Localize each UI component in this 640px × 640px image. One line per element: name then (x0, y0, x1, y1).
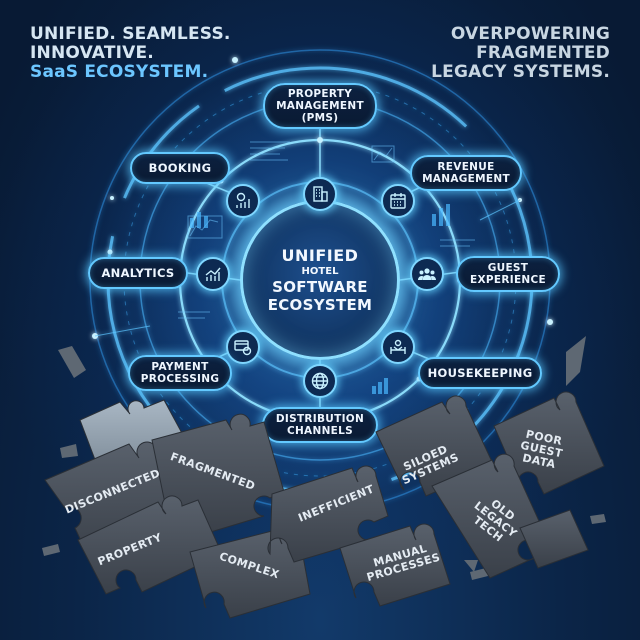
headline-right: OVERPOWERING FRAGMENTED LEGACY SYSTEMS. (431, 25, 610, 82)
analytics-label: ANALYTICS (101, 265, 175, 280)
module-guest-experience[interactable]: GUEST EXPERIENCE (456, 256, 560, 292)
headline-left-line-1: UNIFIED. SEAMLESS. (30, 24, 231, 44)
hub-line-3: SOFTWARE (272, 278, 368, 296)
building-icon (303, 177, 337, 211)
guest-line-2: EXPERIENCE (470, 274, 546, 286)
hub-line-2: HOTEL (301, 266, 339, 277)
headline-right-line-1: OVERPOWERING (450, 24, 610, 44)
hub-line-4: ECOSYSTEM (267, 296, 373, 314)
module-booking[interactable]: BOOKING (130, 152, 230, 184)
module-distribution-channels[interactable]: DISTRIBUTION CHANNELS (262, 407, 378, 443)
headline-right-line-3: LEGACY SYSTEMS. (431, 62, 610, 82)
module-analytics[interactable]: ANALYTICS (88, 257, 188, 289)
revenue-line-2: MANAGEMENT (422, 173, 510, 185)
headline-left-line-3: SaaS ECOSYSTEM. (30, 62, 209, 82)
booking-label: BOOKING (148, 160, 212, 175)
headline-right-line-2: FRAGMENTED (476, 43, 610, 63)
revenue-line-1: REVENUE (437, 161, 495, 173)
distribution-line-2: CHANNELS (286, 425, 353, 437)
people-icon (410, 257, 444, 291)
module-housekeeping[interactable]: HOUSEKEEPING (418, 357, 542, 389)
headline-left-line-2: INNOVATIVE. (30, 43, 154, 63)
central-hub: UNIFIED HOTEL SOFTWARE ECOSYSTEM (240, 200, 400, 360)
globe-icon (303, 364, 337, 398)
guest-line-1: GUEST (487, 262, 529, 274)
module-payment-processing[interactable]: PAYMENT PROCESSING (128, 355, 232, 391)
pms-line-3: (PMS) (301, 112, 339, 124)
hub-line-1: UNIFIED (281, 246, 359, 265)
payment-line-1: PAYMENT (151, 361, 209, 373)
trend-chart-icon (196, 257, 230, 291)
credit-card-icon (226, 330, 260, 364)
calendar-icon (381, 184, 415, 218)
pms-line-1: PROPERTY (287, 88, 353, 100)
payment-line-2: PROCESSING (140, 373, 220, 385)
module-property-management[interactable]: PROPERTY MANAGEMENT (PMS) (263, 83, 377, 129)
money-chart-icon (226, 184, 260, 218)
bed-icon (381, 330, 415, 364)
pms-line-2: MANAGEMENT (276, 100, 364, 112)
module-revenue-management[interactable]: REVENUE MANAGEMENT (410, 155, 522, 191)
distribution-line-1: DISTRIBUTION (275, 413, 365, 425)
housekeeping-label: HOUSEKEEPING (427, 365, 533, 380)
headline-left: UNIFIED. SEAMLESS. INNOVATIVE. SaaS ECOS… (30, 25, 231, 82)
